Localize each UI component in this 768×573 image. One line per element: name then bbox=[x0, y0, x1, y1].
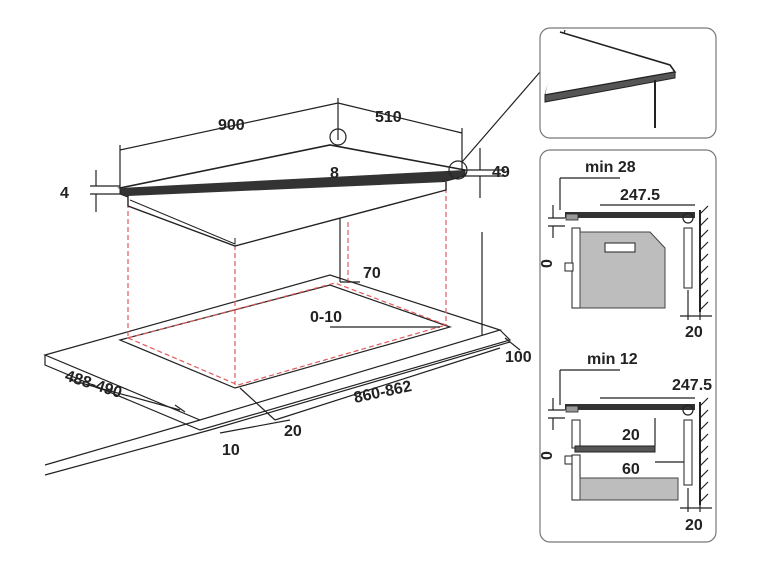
depth-label: 510 bbox=[375, 109, 402, 126]
thickness-label: 4 bbox=[60, 185, 69, 202]
bottom-shelf-gap-label: 20 bbox=[622, 427, 640, 444]
cutout-offset-label: 70 bbox=[363, 265, 381, 282]
detail-leader-line bbox=[461, 71, 541, 163]
wall-hatch-bottom bbox=[699, 397, 709, 503]
top-min-label: min 28 bbox=[585, 159, 636, 176]
section-bottom: min 12 247.5 0 20 60 bbox=[539, 351, 712, 534]
center-marker-icon bbox=[329, 128, 347, 146]
dimension-lines bbox=[69, 98, 521, 434]
top-dim-label: 247.5 bbox=[620, 187, 660, 204]
section-top: min 28 247.5 0 bbox=[539, 159, 712, 341]
cutout-gap-label: 0-10 bbox=[310, 309, 342, 326]
bottom-min-label: min 12 bbox=[587, 351, 638, 368]
rail-offset-label: 20 bbox=[284, 423, 302, 440]
bottom-wall-gap-label: 20 bbox=[685, 517, 703, 534]
worktop bbox=[43, 212, 512, 476]
bottom-dim-label: 247.5 bbox=[672, 377, 712, 394]
wall-hatch-top bbox=[699, 205, 709, 311]
bottom-zero-label: 0 bbox=[539, 451, 556, 460]
center-label: 8 bbox=[330, 165, 339, 182]
width-label: 900 bbox=[218, 117, 245, 134]
hob-glass bbox=[117, 144, 466, 247]
edge-height-label: 49 bbox=[492, 164, 510, 181]
edge-detail-marker-icon bbox=[448, 160, 468, 180]
edge-zoom-detail bbox=[539, 27, 717, 139]
cutout-width-label: 860-862 bbox=[352, 378, 413, 407]
section-panel: min 28 247.5 0 bbox=[539, 149, 717, 543]
bottom-shelf-depth-label: 60 bbox=[622, 461, 640, 478]
back-clearance-label: 100 bbox=[505, 349, 532, 366]
top-wall-gap-label: 20 bbox=[685, 324, 703, 341]
hob-drawing: 900 510 4 49 8 70 0-10 488-490 860-862 1… bbox=[43, 71, 541, 476]
projection-guides bbox=[127, 180, 447, 385]
front-gap-label: 10 bbox=[222, 442, 240, 459]
cutout-depth-label: 488-490 bbox=[63, 368, 124, 402]
top-zero-label: 0 bbox=[539, 259, 556, 268]
